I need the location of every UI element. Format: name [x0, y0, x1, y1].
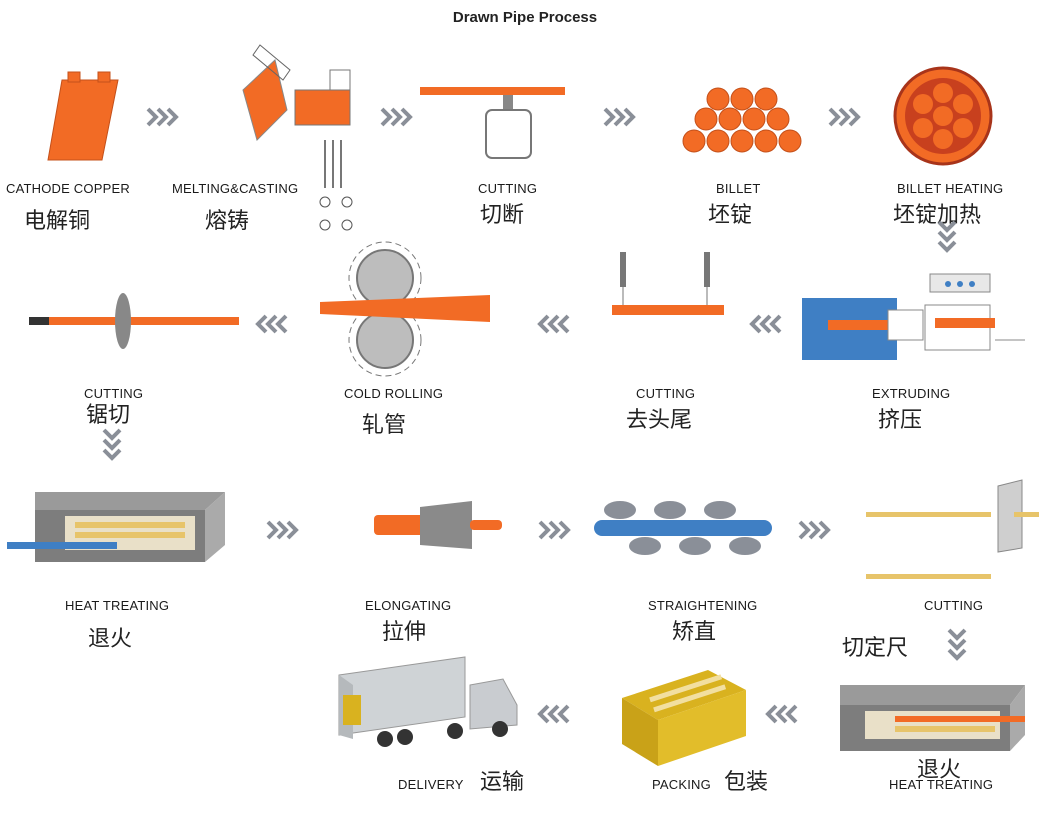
step-label-delivery: DELIVERY	[398, 777, 464, 792]
step-label-cn-heat-treating-2: 退火	[917, 758, 962, 783]
flow-arrow-10	[266, 520, 299, 540]
step-label-cutting-3: CUTTING	[84, 386, 144, 401]
step-label-cn-elongating: 拉伸	[382, 620, 427, 645]
step-label-heat-treating-1: HEAT TREATING	[65, 598, 170, 613]
extruding-press-illustration	[802, 273, 1025, 360]
step-label-cutting-2: CUTTING	[636, 386, 696, 401]
straightening-rollers-illustration	[594, 501, 772, 555]
diagram-title: Drawn Pipe Process	[452, 9, 598, 26]
step-label-cn-cutting-1: 切断	[480, 203, 525, 228]
step-label-cn-cutting-3: 锯切	[86, 403, 131, 428]
step-label-extruding: EXTRUDING	[872, 386, 951, 401]
flow-arrow-5	[937, 220, 957, 253]
step-label-cn-cathode-copper: 电解铜	[24, 209, 91, 234]
step-label-cn-billet: 坯锭	[708, 203, 753, 228]
step-label-cn-cold-rolling: 轧管	[362, 413, 407, 438]
packing-box-illustration	[622, 670, 746, 766]
step-label-cn-billet-heating: 坯锭加热	[893, 203, 982, 228]
flow-arrow-8	[255, 314, 288, 334]
step-label-straightening: STRAIGHTENING	[648, 598, 758, 613]
billet-stack-illustration	[682, 87, 802, 153]
step-label-cold-rolling: COLD ROLLING	[344, 386, 444, 401]
step-label-cutting-1: CUTTING	[478, 181, 538, 196]
step-label-heat-treating-2: HEAT TREATING	[889, 777, 994, 792]
flow-arrow-13	[947, 628, 967, 661]
cathode-copper-plate-illustration	[47, 71, 119, 161]
step-label-cathode-copper: CATHODE COPPER	[6, 181, 130, 196]
melting-casting-illustration	[242, 44, 353, 231]
flow-arrow-15	[537, 704, 570, 724]
step-label-cn-packing: 包装	[724, 770, 769, 795]
step-label-elongating: ELONGATING	[365, 598, 452, 613]
cold-rolling-mill-illustration	[320, 241, 490, 377]
step-label-cn-heat-treating-1: 退火	[88, 627, 133, 652]
flow-arrow-12	[798, 520, 831, 540]
step-label-cn-straightening: 矫直	[672, 620, 717, 645]
flow-arrow-14	[765, 704, 798, 724]
flow-arrow-1	[146, 107, 179, 127]
flow-arrow-9	[102, 428, 122, 461]
step-label-cn-cutting-2: 去头尾	[626, 408, 693, 433]
step-label-cutting-4: CUTTING	[924, 598, 984, 613]
cutting-to-length-illustration	[866, 479, 1039, 579]
flow-arrow-3	[603, 107, 636, 127]
cutting-saw-illustration	[420, 87, 565, 159]
flow-arrow-4	[828, 107, 861, 127]
flow-arrow-6	[749, 314, 782, 334]
step-label-billet: BILLET	[716, 181, 761, 196]
flow-arrow-7	[537, 314, 570, 334]
step-label-melting-casting: MELTING&CASTING	[172, 181, 299, 196]
cutting-head-tail-illustration	[612, 252, 724, 315]
billet-heating-furnace-illustration	[893, 66, 993, 166]
step-label-cn-melting-casting: 熔铸	[205, 209, 250, 234]
heat-treating-furnace-illustration	[7, 492, 225, 562]
flow-arrow-2	[380, 107, 413, 127]
flow-arrow-11	[538, 520, 571, 540]
step-label-cn-extruding: 挤压	[878, 408, 923, 433]
delivery-truck-illustration	[338, 656, 518, 747]
elongating-die-illustration	[374, 501, 502, 549]
step-label-packing: PACKING	[652, 777, 711, 792]
saw-cutting-illustration	[29, 293, 239, 349]
step-label-cn-delivery: 运输	[480, 770, 525, 795]
step-label-billet-heating: BILLET HEATING	[897, 181, 1004, 196]
step-label-cn-cutting-4: 切定尺	[842, 636, 909, 661]
heat-treating-furnace-2-illustration	[840, 685, 1025, 751]
